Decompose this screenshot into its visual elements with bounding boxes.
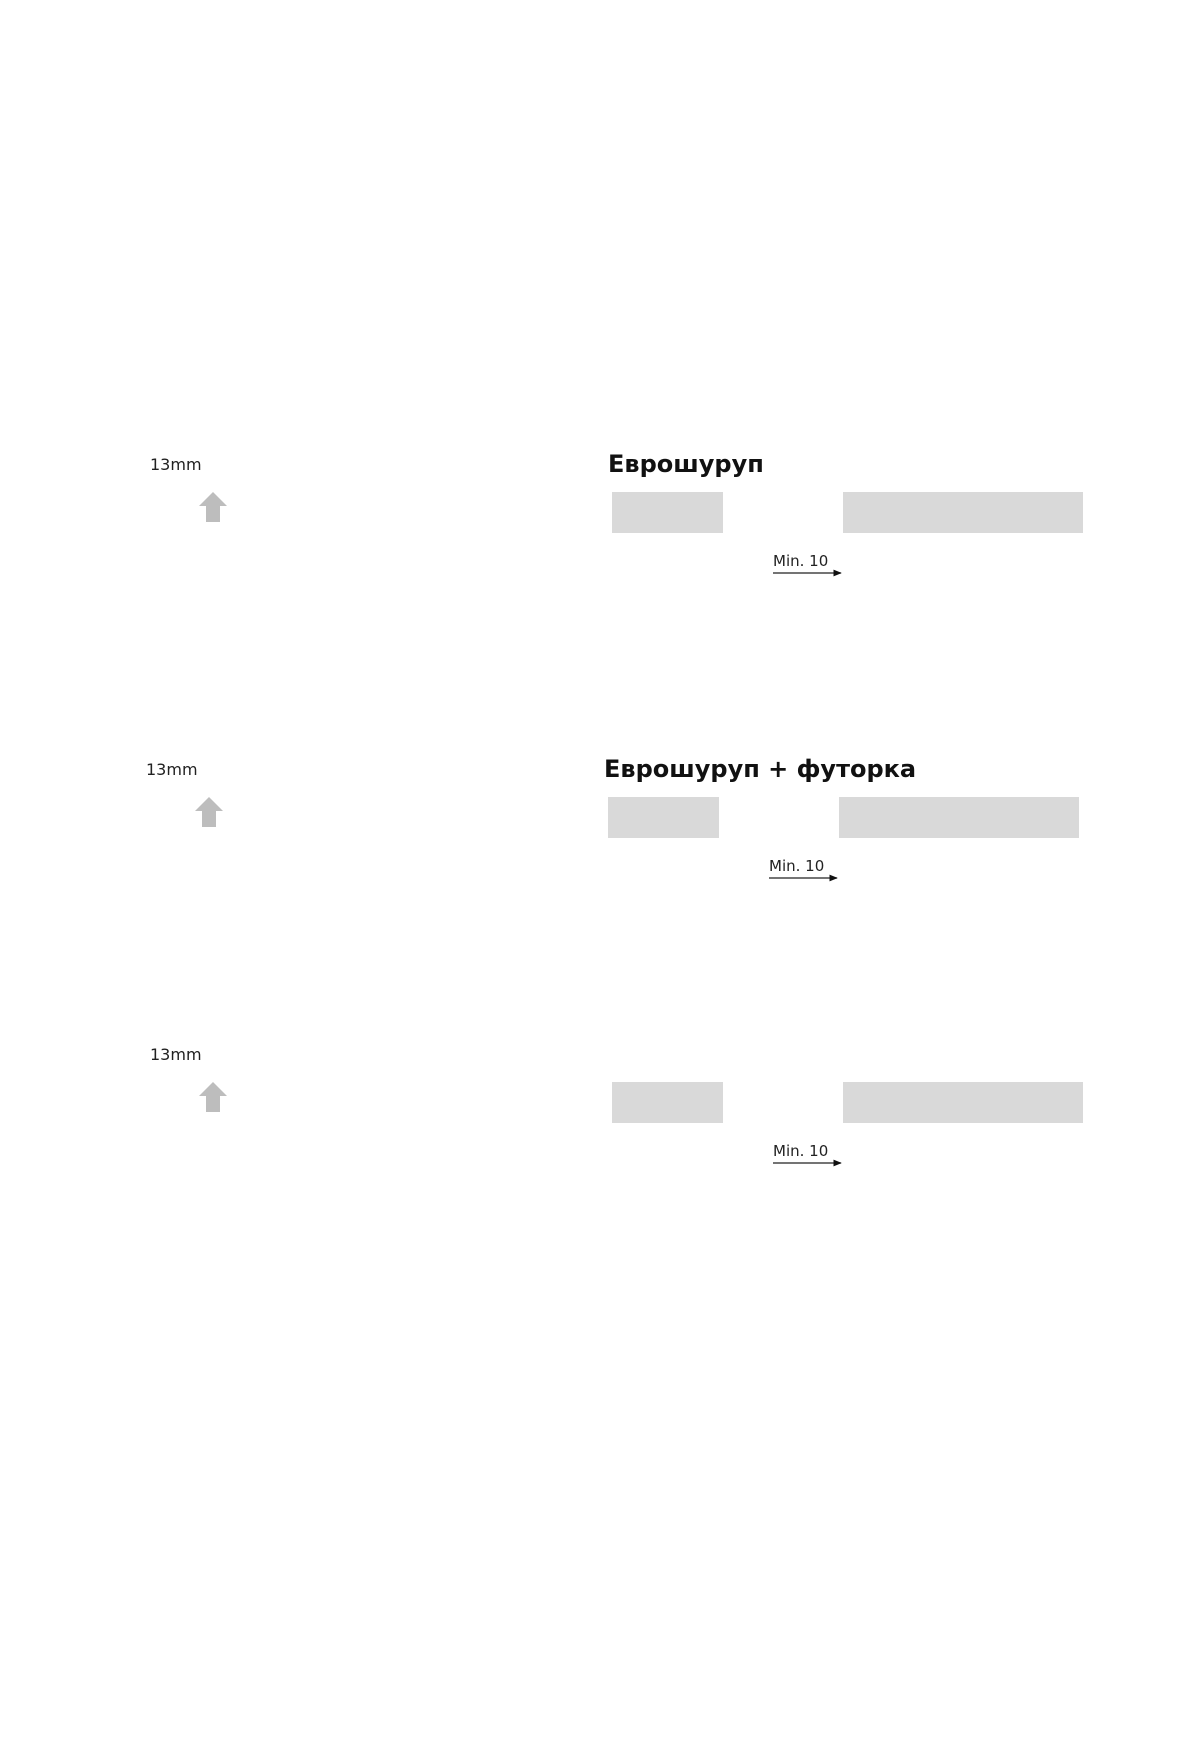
- row-title: Еврошуруп: [608, 450, 764, 478]
- min-gap-label: Min. 10: [773, 552, 828, 570]
- up-arrow-icon: 17mm: [195, 797, 223, 827]
- mounting-row: 13mm 17mm: [150, 1045, 1083, 1167]
- side-section: 42 11: [612, 492, 723, 533]
- up-arrow-icon: 17mm: [199, 1082, 227, 1112]
- side-section: 42 11: [608, 797, 719, 838]
- min-gap-callout: Min. 10: [773, 1142, 842, 1167]
- row-title: Еврошуруп + футорка: [604, 755, 916, 783]
- side-section: 42 11: [612, 1082, 723, 1123]
- adjustment-illustration: 13mm 17mm: [150, 455, 227, 522]
- min-gap-callout: Min. 10: [773, 552, 842, 577]
- vertical-adjust-label: 13mm: [150, 455, 202, 474]
- top-section: 34 Ø5 x 12,5 Prof. 20 32: [843, 492, 1083, 533]
- row-3: 13mm 17mm: [150, 1045, 1083, 1167]
- adjustment-illustration: 13mm 17mm: [150, 1045, 227, 1112]
- mounting-row: 13mm 17mm: [150, 450, 1083, 577]
- top-section: 34 20 32: [843, 1082, 1083, 1123]
- vertical-adjust-label: 13mm: [146, 760, 198, 779]
- min-gap-callout: Min. 10: [769, 857, 838, 882]
- row-2: 13mm 17mm: [146, 755, 1079, 882]
- mounting-row: 13mm 17mm: [146, 755, 1079, 882]
- adjustment-illustration: 13mm 17mm: [146, 760, 223, 827]
- top-section: 34 Ø10 x 11 Prof. 20 32: [839, 797, 1079, 838]
- row-1: 13mm 17mm: [150, 450, 1083, 577]
- min-gap-label: Min. 10: [769, 857, 824, 875]
- vertical-adjust-label: 13mm: [150, 1045, 202, 1064]
- min-gap-label: Min. 10: [773, 1142, 828, 1160]
- up-arrow-icon: 17mm: [199, 492, 227, 522]
